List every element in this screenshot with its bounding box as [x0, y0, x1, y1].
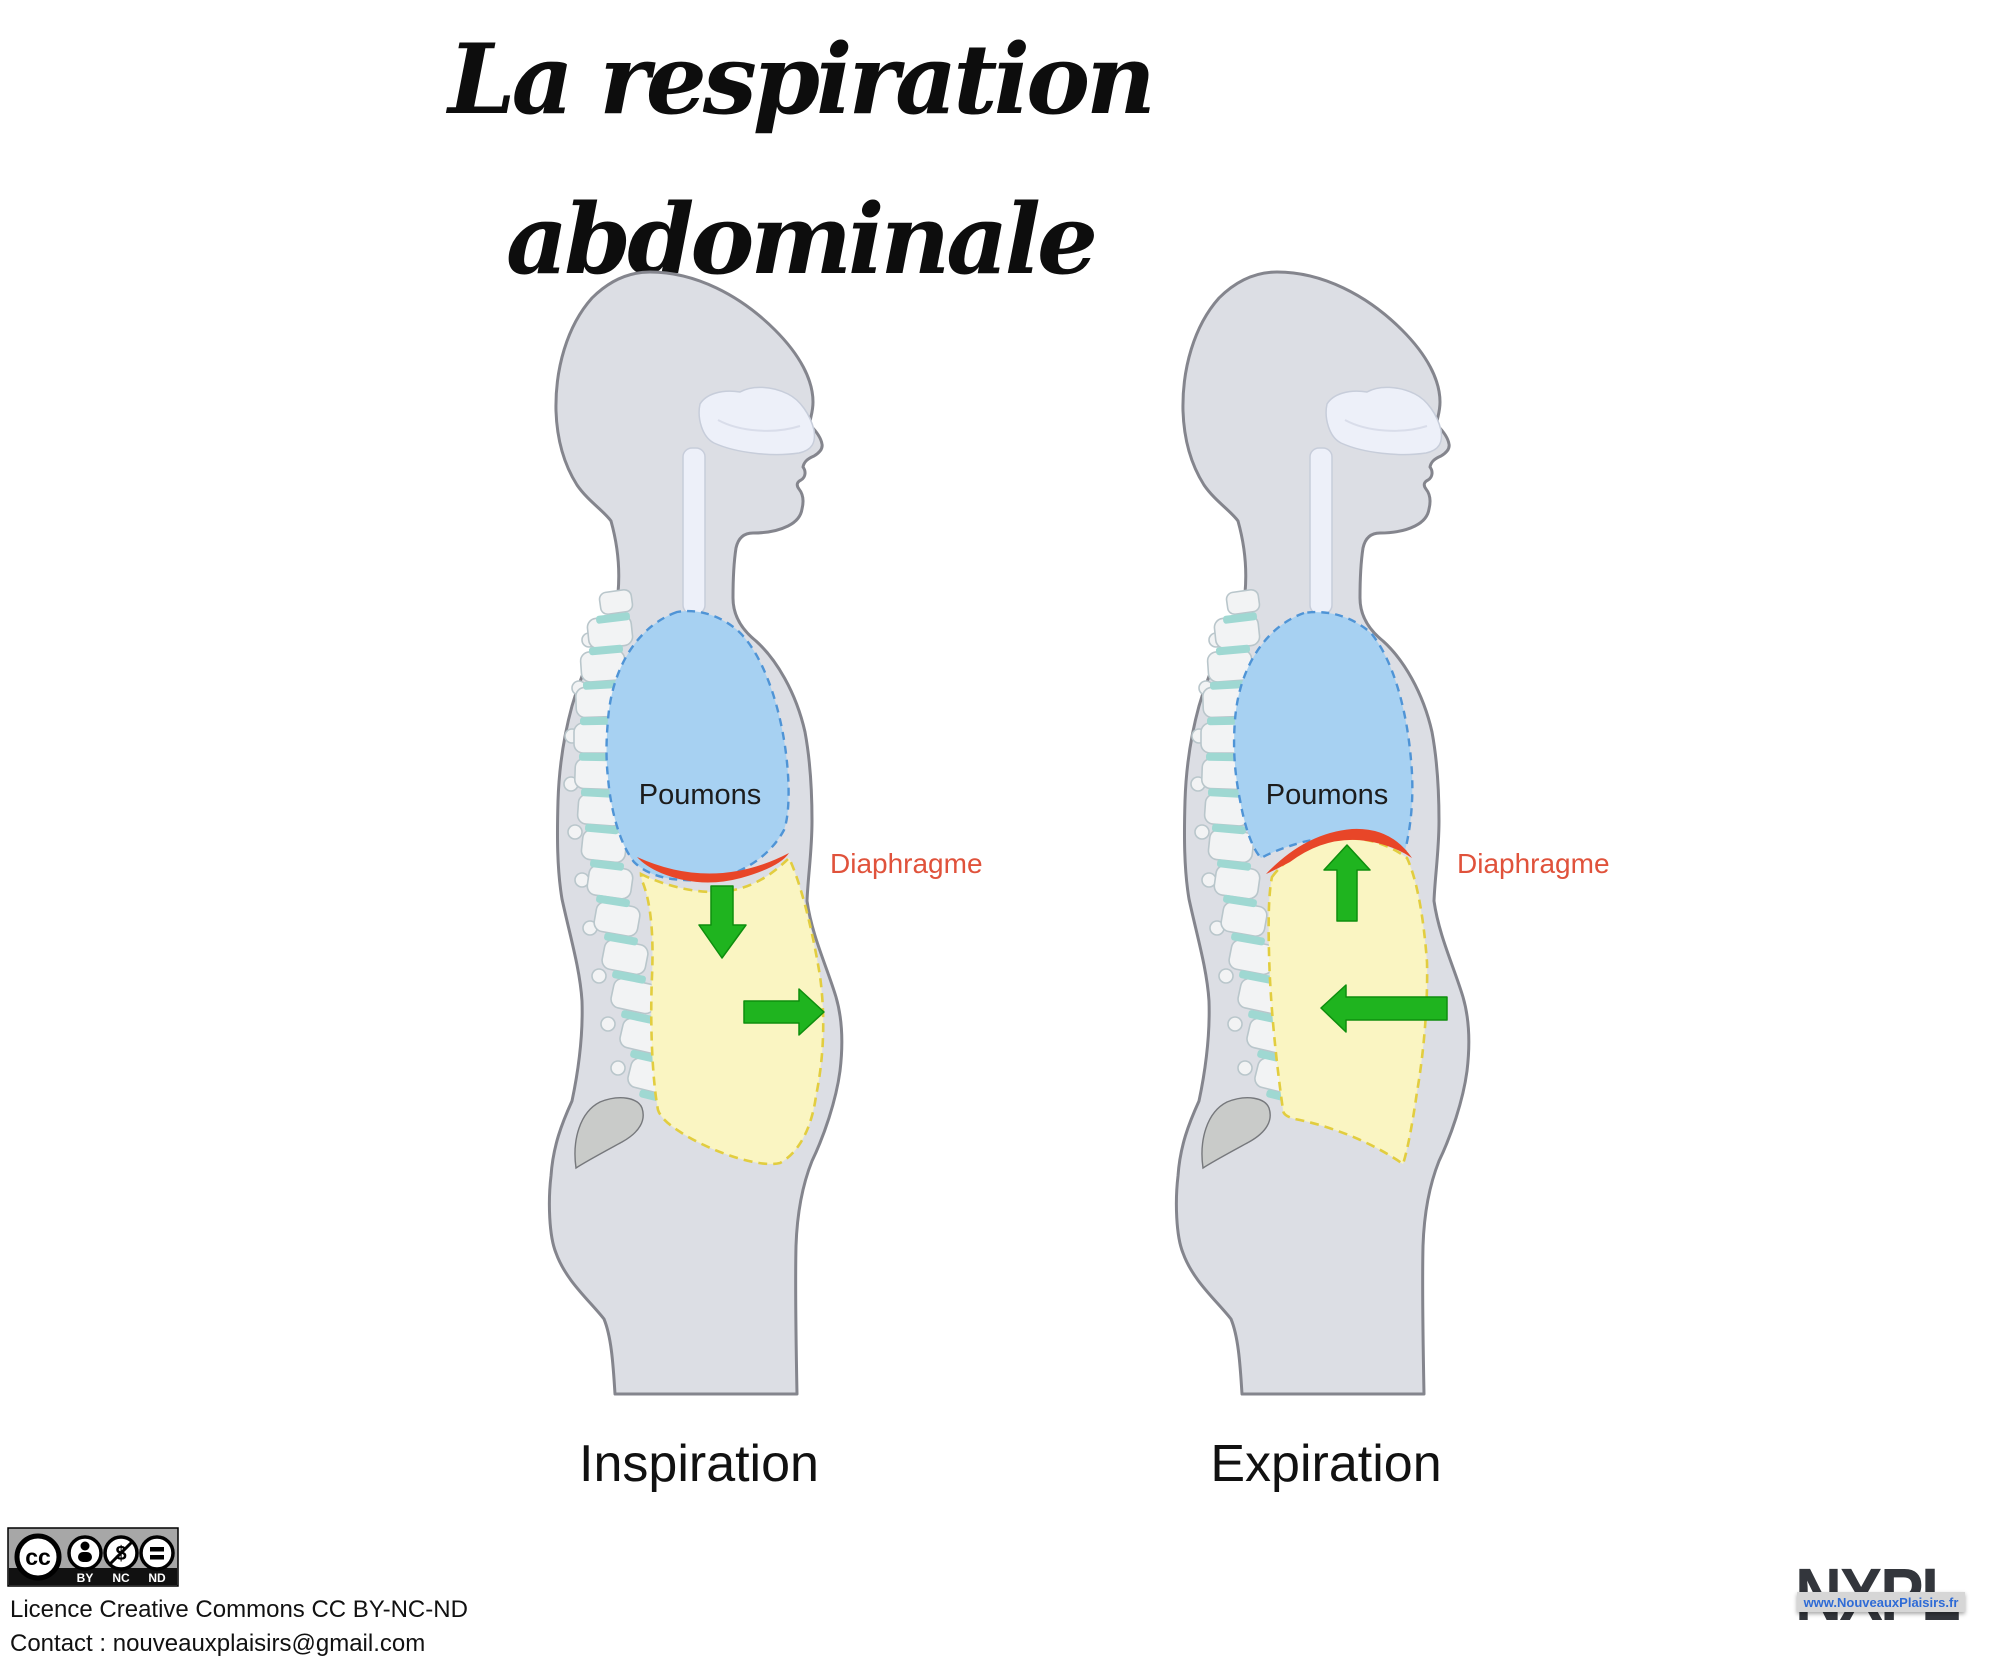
lungs-label: Poumons: [639, 779, 762, 811]
lungs-shape: [605, 609, 790, 882]
cc-license-badge: cc $ BY NC ND: [7, 1527, 179, 1587]
cc-nc-label: NC: [112, 1571, 130, 1585]
diaphragm-shape: [1266, 828, 1412, 874]
cc-by-person-icon: [67, 1535, 103, 1571]
cc-icon: cc: [14, 1533, 62, 1581]
diaphragm-label: Diaphragme: [1457, 848, 1610, 879]
arrow-right-icon: [743, 988, 825, 1036]
figure-inspiration: Poumons Diaphragme Inspiration: [547, 270, 983, 1493]
nxpl-logo-url: www.NouveauxPlaisirs.fr: [1803, 1594, 1959, 1610]
svg-text:cc: cc: [25, 1544, 51, 1570]
lungs-label: Poumons: [1266, 779, 1389, 811]
abdomen-shape: [639, 855, 825, 1166]
contact-text: Contact : nouveauxplaisirs@gmail.com: [10, 1630, 426, 1657]
diaphragm-label: Diaphragme: [830, 848, 983, 879]
figure-label: Inspiration: [579, 1435, 819, 1493]
cc-nd-label: ND: [148, 1571, 166, 1585]
license-text: Licence Creative Commons CC BY-NC-ND: [10, 1596, 468, 1623]
figure-expiration: Poumons Diaphragme Expiration: [1174, 270, 1610, 1493]
page-title: La respiration abdominale: [448, 23, 1156, 296]
cc-nc-icon: $: [103, 1535, 139, 1571]
diaphragm-shape: [637, 853, 789, 883]
arrow-down-icon: [698, 885, 747, 959]
cc-nd-icon: [139, 1535, 175, 1571]
arrow-left-icon: [1320, 984, 1448, 1033]
arrow-up-icon: [1323, 844, 1371, 922]
figure-label: Expiration: [1210, 1435, 1441, 1493]
nxpl-logo: NXPL www.NouveauxPlaisirs.fr: [1795, 1558, 1975, 1640]
cc-by-label: BY: [77, 1571, 94, 1585]
